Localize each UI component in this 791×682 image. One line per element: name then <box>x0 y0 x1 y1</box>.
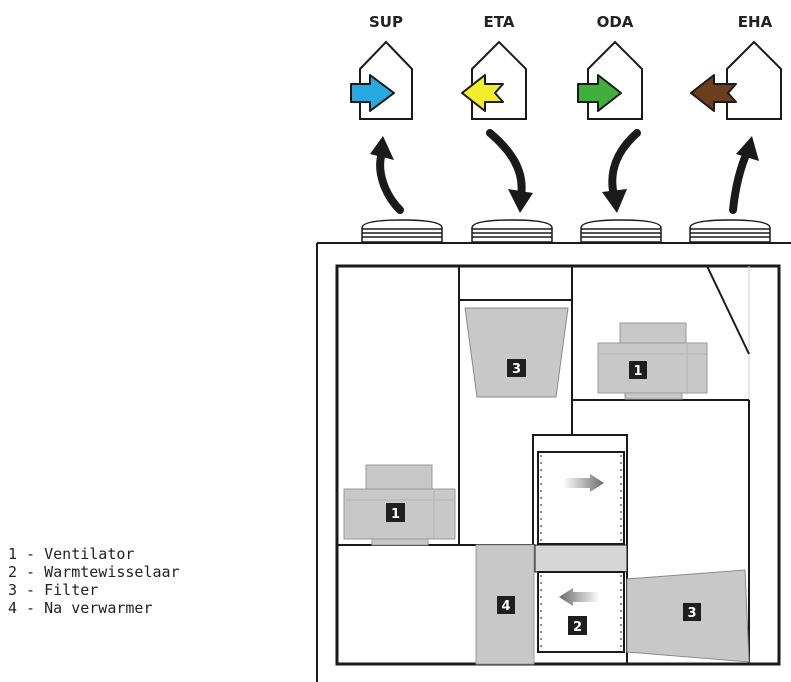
airflow-arrow-right-icon <box>563 474 604 492</box>
legend-item: 1 - Ventilator <box>8 545 135 563</box>
arrow-left-icon <box>461 74 504 112</box>
component-number: 4 <box>501 599 510 614</box>
fan-left: 1 <box>343 464 456 546</box>
component-badge <box>568 616 587 635</box>
port-label-eha: EHA <box>738 13 773 31</box>
port-label-eta: ETA <box>484 13 515 31</box>
house-icon <box>359 40 413 120</box>
heat-exchanger: 2 <box>534 451 628 653</box>
flow-arrow-oda <box>602 129 641 213</box>
component-number: 3 <box>512 362 521 377</box>
port-label-sup: SUP <box>369 13 403 31</box>
component-badge <box>497 596 515 614</box>
airflow-arrow-left-icon <box>559 588 600 606</box>
port-eha: EHA <box>690 13 782 120</box>
legend-item: 3 - Filter <box>8 581 99 599</box>
flow-arrow-eha <box>729 136 759 214</box>
fan-top-right: 1 <box>597 322 708 400</box>
filter-top: 3 <box>464 307 569 398</box>
component-badge <box>386 503 405 522</box>
duct-collar-eha <box>689 219 771 243</box>
filter-right: 3 <box>626 569 750 663</box>
arrow-left-icon <box>690 74 737 112</box>
port-oda: ODA <box>577 13 643 120</box>
arrow-right-icon <box>350 74 395 112</box>
component-number: 3 <box>687 606 696 621</box>
flow-arrow-sup <box>370 136 404 214</box>
flow-arrow-eta <box>486 129 533 213</box>
duct-collar-eta <box>471 219 553 243</box>
port-eta: ETA <box>461 13 527 120</box>
port-sup: SUP <box>350 13 413 120</box>
house-icon <box>726 40 782 120</box>
legend-item: 4 - Na verwarmer <box>8 599 153 617</box>
component-badge <box>683 603 701 621</box>
post-heater: 4 <box>475 544 535 665</box>
component-number: 2 <box>573 620 582 635</box>
component-legend: 1 - Ventilator 2 - Warmtewisselaar 3 - F… <box>8 545 180 617</box>
legend-item: 2 - Warmtewisselaar <box>8 563 180 581</box>
house-icon <box>587 40 643 120</box>
duct-collar-sup <box>361 219 443 243</box>
port-label-oda: ODA <box>597 13 634 31</box>
component-badge <box>507 359 526 377</box>
component-number: 1 <box>633 364 642 379</box>
component-badge <box>629 361 647 379</box>
arrow-right-icon <box>577 74 622 112</box>
duct-collar-oda <box>580 219 662 243</box>
component-number: 1 <box>391 507 400 522</box>
